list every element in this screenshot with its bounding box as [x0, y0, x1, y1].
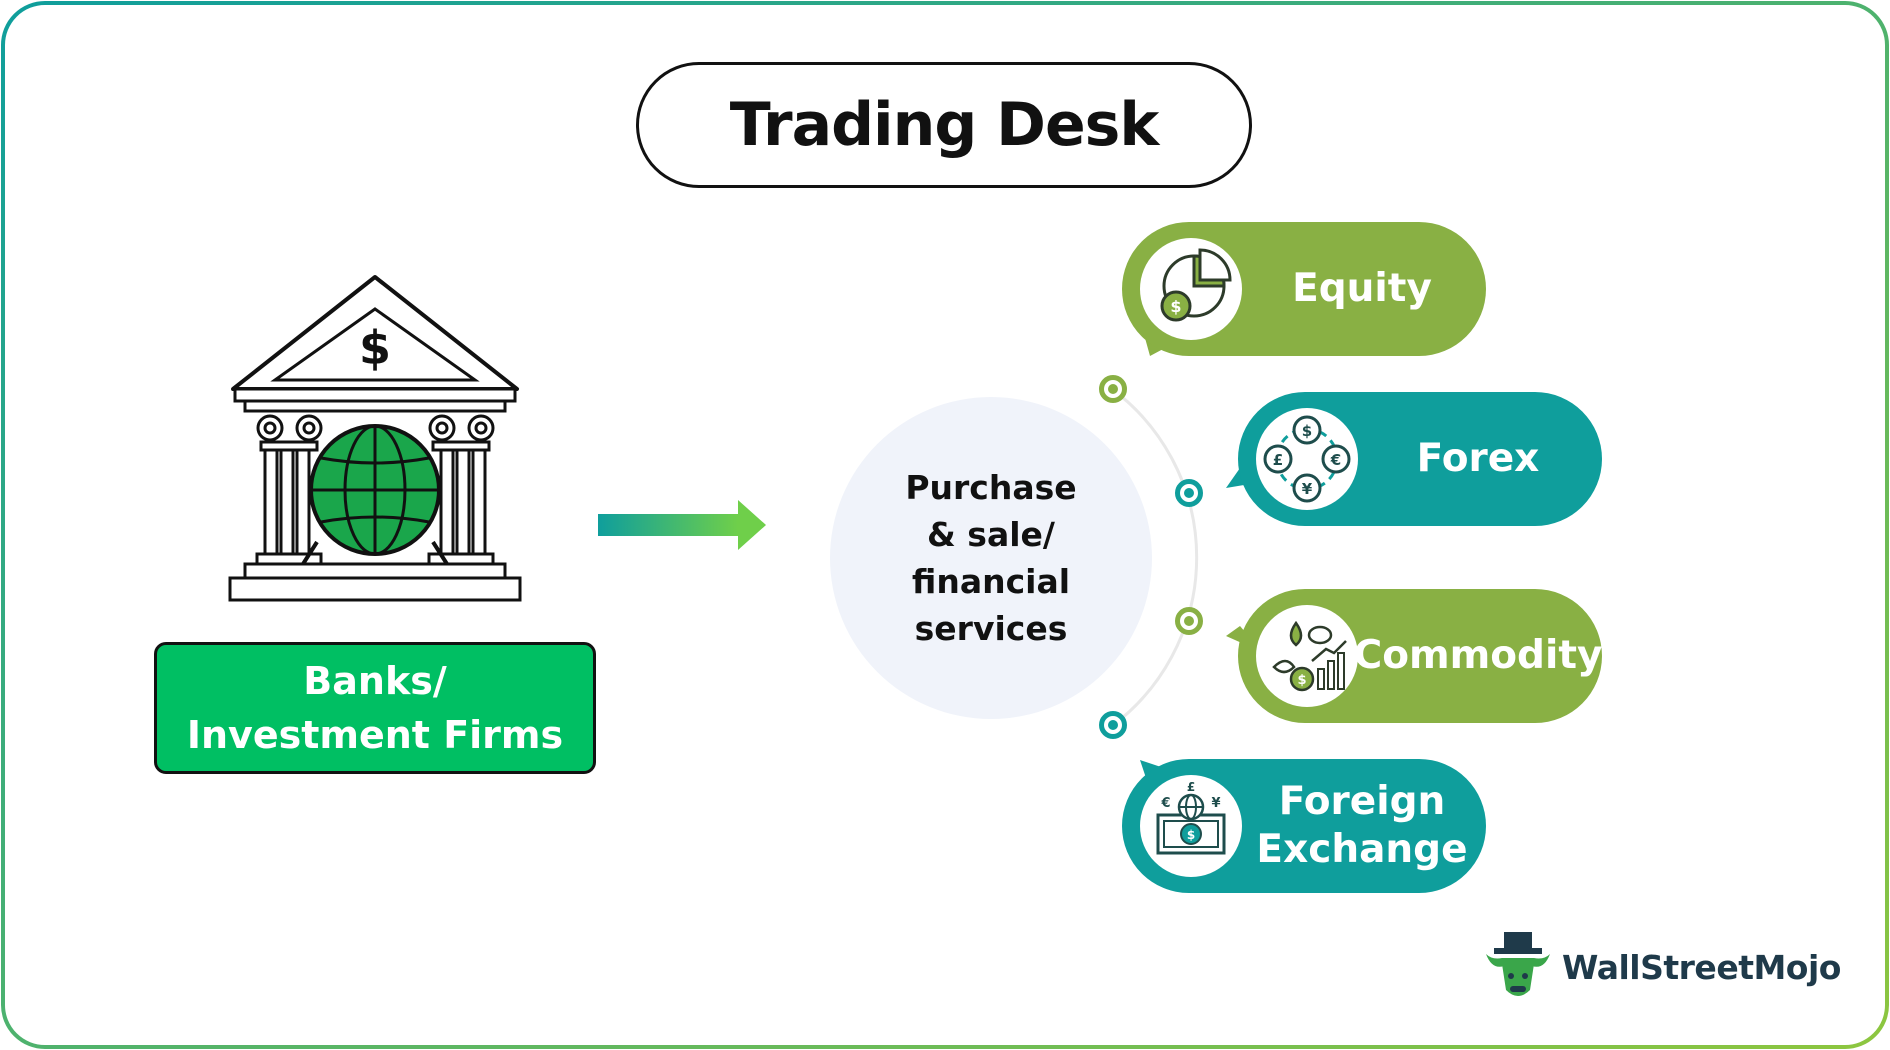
source-label-line2: Investment Firms — [186, 713, 564, 757]
svg-text:¥: ¥ — [1302, 480, 1313, 498]
source-label-line1: Banks/ — [303, 659, 447, 703]
svg-text:$: $ — [1297, 673, 1306, 688]
category-forex: $ £ € ¥ Forex — [1238, 392, 1602, 526]
svg-text:€: € — [1330, 451, 1341, 469]
category-foreign-exchange: $ € ¥ £ Foreign Exchange — [1122, 759, 1486, 893]
center-line2: & sale/ — [927, 515, 1055, 554]
connector-arc — [1111, 387, 1199, 728]
flow-arrow — [598, 500, 766, 550]
center-line4: services — [914, 609, 1068, 648]
bull-hat-logo-icon — [1486, 932, 1550, 996]
source-label: Banks/ Investment Firms — [154, 642, 596, 774]
svg-text:£: £ — [1187, 780, 1195, 794]
forex-label: Forex — [1416, 436, 1540, 481]
svg-text:$: $ — [1170, 297, 1181, 316]
category-equity: $ Equity — [1122, 222, 1486, 356]
category-commodity: $ Commodity — [1238, 589, 1602, 723]
commodity-leaf-drop-icon: $ — [1256, 605, 1358, 707]
foreign-exchange-label-line2: Exchange — [1256, 827, 1468, 872]
svg-text:$: $ — [359, 321, 391, 375]
pie-chart-coin-icon: $ — [1140, 238, 1242, 340]
svg-text:¥: ¥ — [1211, 796, 1220, 811]
svg-text:£: £ — [1273, 451, 1283, 469]
svg-text:$: $ — [1187, 828, 1195, 842]
svg-text:$: $ — [1302, 422, 1312, 440]
currency-exchange-icon: $ £ € ¥ — [1256, 408, 1358, 510]
foreign-exchange-connector-dot — [1099, 711, 1127, 739]
brand-logo: WallStreetMojo — [1482, 930, 1841, 1004]
svg-text:€: € — [1160, 796, 1170, 811]
globe-icon — [309, 424, 441, 556]
equity-connector-dot — [1099, 375, 1127, 403]
center-node: Purchase & sale/ financial services — [830, 397, 1152, 719]
equity-label: Equity — [1292, 266, 1432, 311]
diagram-title: Trading Desk — [636, 62, 1252, 188]
forex-connector-dot — [1175, 479, 1203, 507]
center-line3: financial — [911, 562, 1071, 601]
globe-banknote-icon: $ € ¥ £ — [1140, 775, 1242, 877]
foreign-exchange-label-line1: Foreign — [1278, 779, 1446, 824]
center-line1: Purchase — [905, 468, 1077, 507]
brand-name: WallStreetMojo — [1562, 947, 1841, 987]
commodity-label: Commodity — [1353, 633, 1603, 678]
bank-globe-icon: $ — [228, 275, 522, 602]
commodity-connector-dot — [1175, 607, 1203, 635]
